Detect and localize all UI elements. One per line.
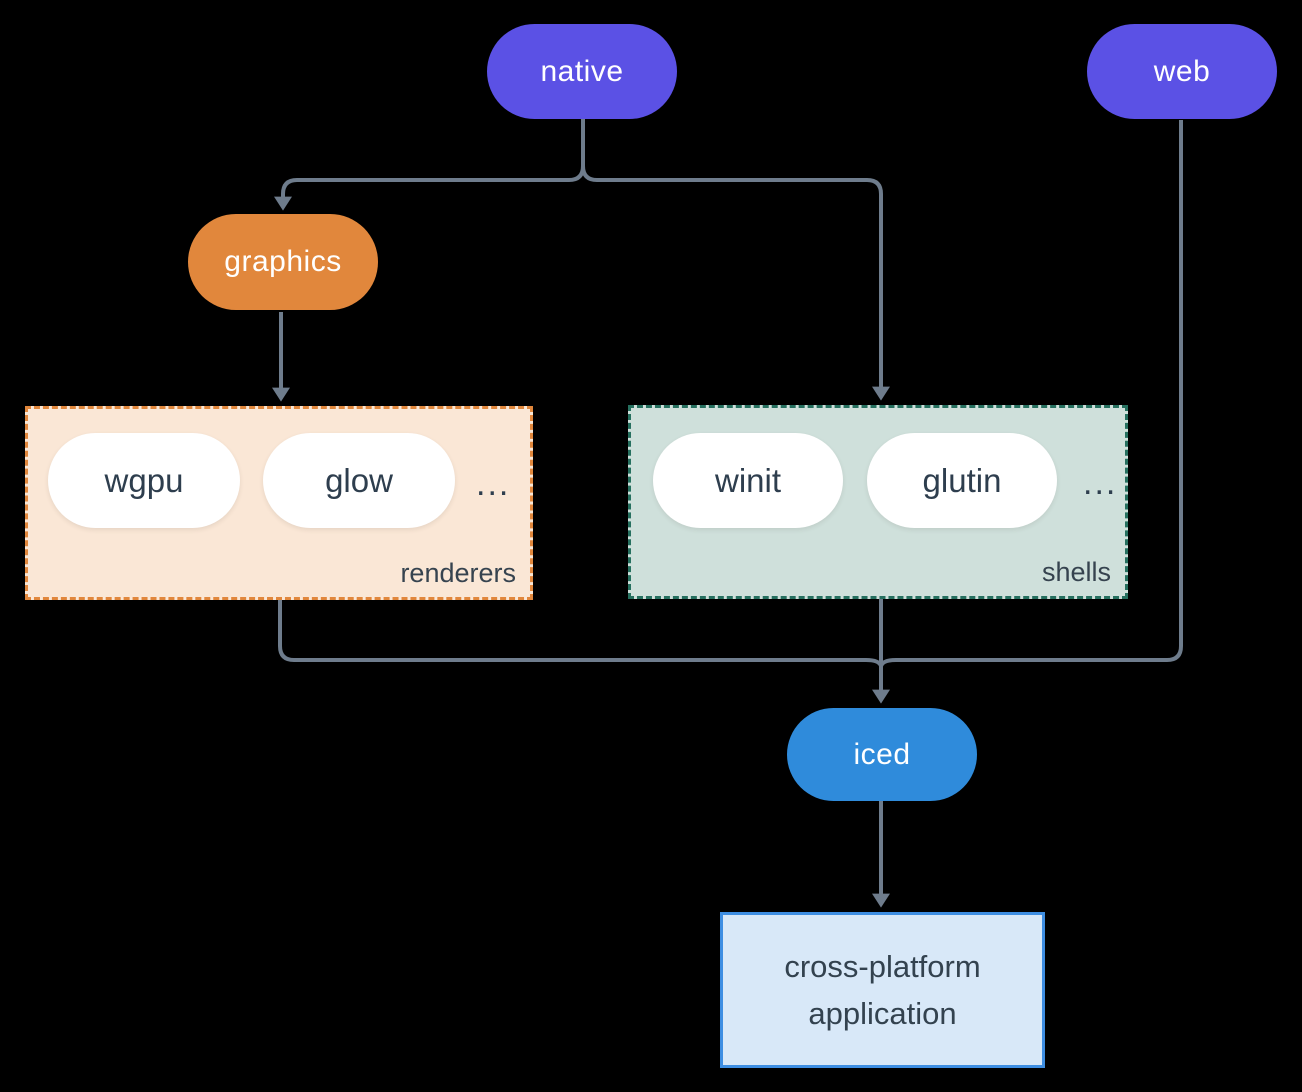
pill-winit-label: winit bbox=[714, 461, 782, 499]
node-web: web bbox=[1087, 24, 1277, 119]
pill-glow-label: glow bbox=[325, 461, 393, 499]
node-iced-label: iced bbox=[853, 737, 911, 771]
renderers-group-label: renderers bbox=[400, 558, 516, 588]
pill-wgpu: wgpu bbox=[48, 433, 240, 528]
node-graphics: graphics bbox=[188, 214, 378, 310]
node-web-label: web bbox=[1153, 54, 1211, 88]
shells-group-label: shells bbox=[1041, 557, 1111, 587]
shells-ellipsis: ... bbox=[1083, 464, 1118, 502]
app-label-line1: cross-platform bbox=[784, 949, 981, 984]
pill-wgpu-label: wgpu bbox=[104, 461, 184, 499]
group-renderers: wgpu glow ... renderers bbox=[25, 406, 533, 600]
node-iced: iced bbox=[787, 708, 977, 801]
node-cross-platform-application: cross-platform application bbox=[720, 912, 1045, 1068]
renderers-ellipsis: ... bbox=[476, 465, 511, 503]
group-shells: winit glutin ... shells bbox=[628, 405, 1128, 599]
pill-winit: winit bbox=[653, 433, 843, 528]
connector-web-to-junction bbox=[879, 120, 1183, 667]
connector-renderers-to-junction bbox=[278, 600, 883, 667]
node-graphics-label: graphics bbox=[224, 245, 342, 278]
connector-native-to-graphics bbox=[274, 165, 585, 211]
app-label-line2: application bbox=[808, 996, 957, 1031]
pill-glow: glow bbox=[263, 433, 455, 528]
node-native-label: native bbox=[540, 54, 624, 88]
pill-glutin: glutin bbox=[867, 433, 1057, 528]
node-native: native bbox=[487, 24, 677, 119]
pill-glutin-label: glutin bbox=[922, 461, 1002, 499]
connector-native-to-shells bbox=[581, 118, 890, 401]
